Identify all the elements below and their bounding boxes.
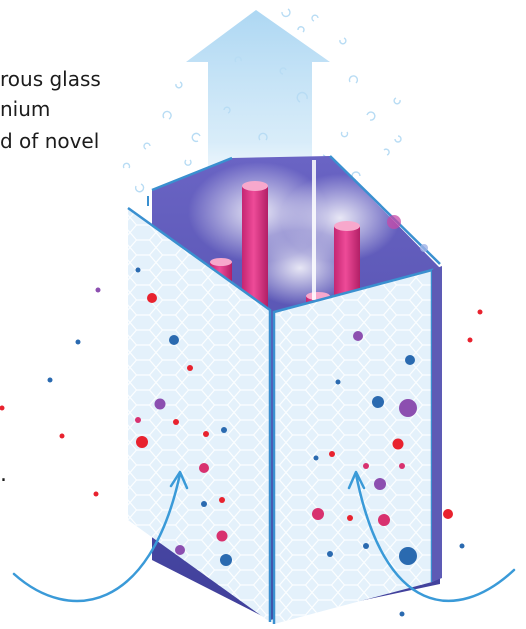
caption-line-1: rous glass	[0, 66, 101, 92]
caption-line-3: d of novel	[0, 128, 99, 154]
caption-line-2: nium	[0, 96, 50, 122]
edge-period: .	[0, 462, 7, 488]
right-glass-panel	[274, 266, 442, 624]
